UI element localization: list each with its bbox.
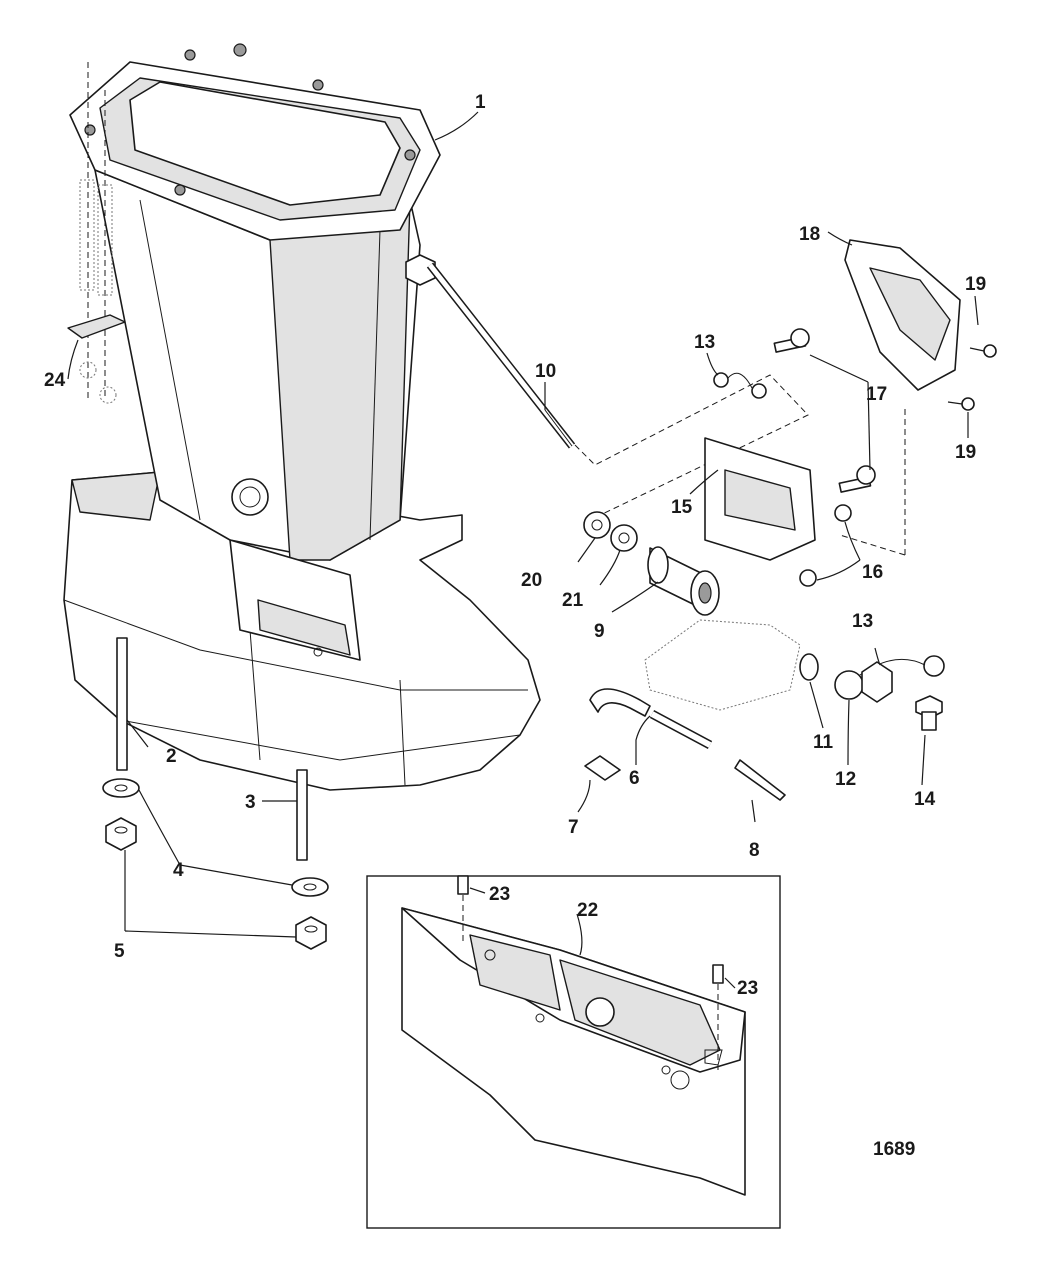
washers-20-21 <box>583 511 638 552</box>
clamp-bracket-15 <box>704 437 816 561</box>
nuts-16 <box>799 504 852 587</box>
callout-24: 24 <box>44 370 66 391</box>
callout-11: 11 <box>813 732 834 753</box>
phantom-gearcase <box>644 619 801 711</box>
callout-19-lower: 19 <box>955 442 976 463</box>
anode-hardware <box>799 653 945 731</box>
bushing-9 <box>647 546 720 616</box>
callout-14: 14 <box>914 789 936 810</box>
callout-23-lower: 23 <box>737 978 758 999</box>
callout-9: 9 <box>594 621 605 642</box>
spacer-inset <box>366 875 781 1229</box>
callout-10: 10 <box>535 361 556 382</box>
callout-20: 20 <box>521 570 542 591</box>
callout-21: 21 <box>562 590 584 611</box>
callout-13-lower: 13 <box>852 611 873 632</box>
callout-16: 16 <box>862 562 883 583</box>
bolts-17 <box>773 328 876 493</box>
screws-19 <box>947 344 997 411</box>
hose-fittings <box>584 688 786 801</box>
callout-6: 6 <box>629 768 640 789</box>
ground-strap-upper <box>713 372 767 399</box>
hardware-dashed-guide <box>839 405 906 556</box>
callout-2: 2 <box>166 746 177 767</box>
callout-13-upper: 13 <box>694 332 715 353</box>
cover-18 <box>844 239 961 391</box>
callout-7: 7 <box>568 817 579 838</box>
nuts-5 <box>105 817 327 950</box>
stud-3 <box>296 769 308 861</box>
upper-studs-and-bracket <box>67 62 126 404</box>
callout-12: 12 <box>835 769 856 790</box>
callout-18: 18 <box>799 224 820 245</box>
figure-number: 1689 <box>873 1139 915 1160</box>
callout-19-upper: 19 <box>965 274 986 295</box>
long-bolt <box>405 254 576 449</box>
stud-2 <box>116 637 128 771</box>
callout-23-upper: 23 <box>489 884 510 905</box>
callout-leaders <box>67 111 979 989</box>
callout-3: 3 <box>245 792 256 813</box>
driveshaft-housing <box>63 43 541 791</box>
callout-labels: 1 2 3 4 5 6 7 8 9 10 11 12 13 13 14 15 1… <box>44 92 986 1160</box>
callout-1: 1 <box>475 92 486 113</box>
callout-4: 4 <box>173 860 184 881</box>
callout-15: 15 <box>671 497 693 518</box>
callout-22: 22 <box>577 900 598 921</box>
callout-8: 8 <box>749 840 760 861</box>
callout-5: 5 <box>114 941 125 962</box>
callout-17: 17 <box>866 384 887 405</box>
washers-4 <box>102 778 329 897</box>
